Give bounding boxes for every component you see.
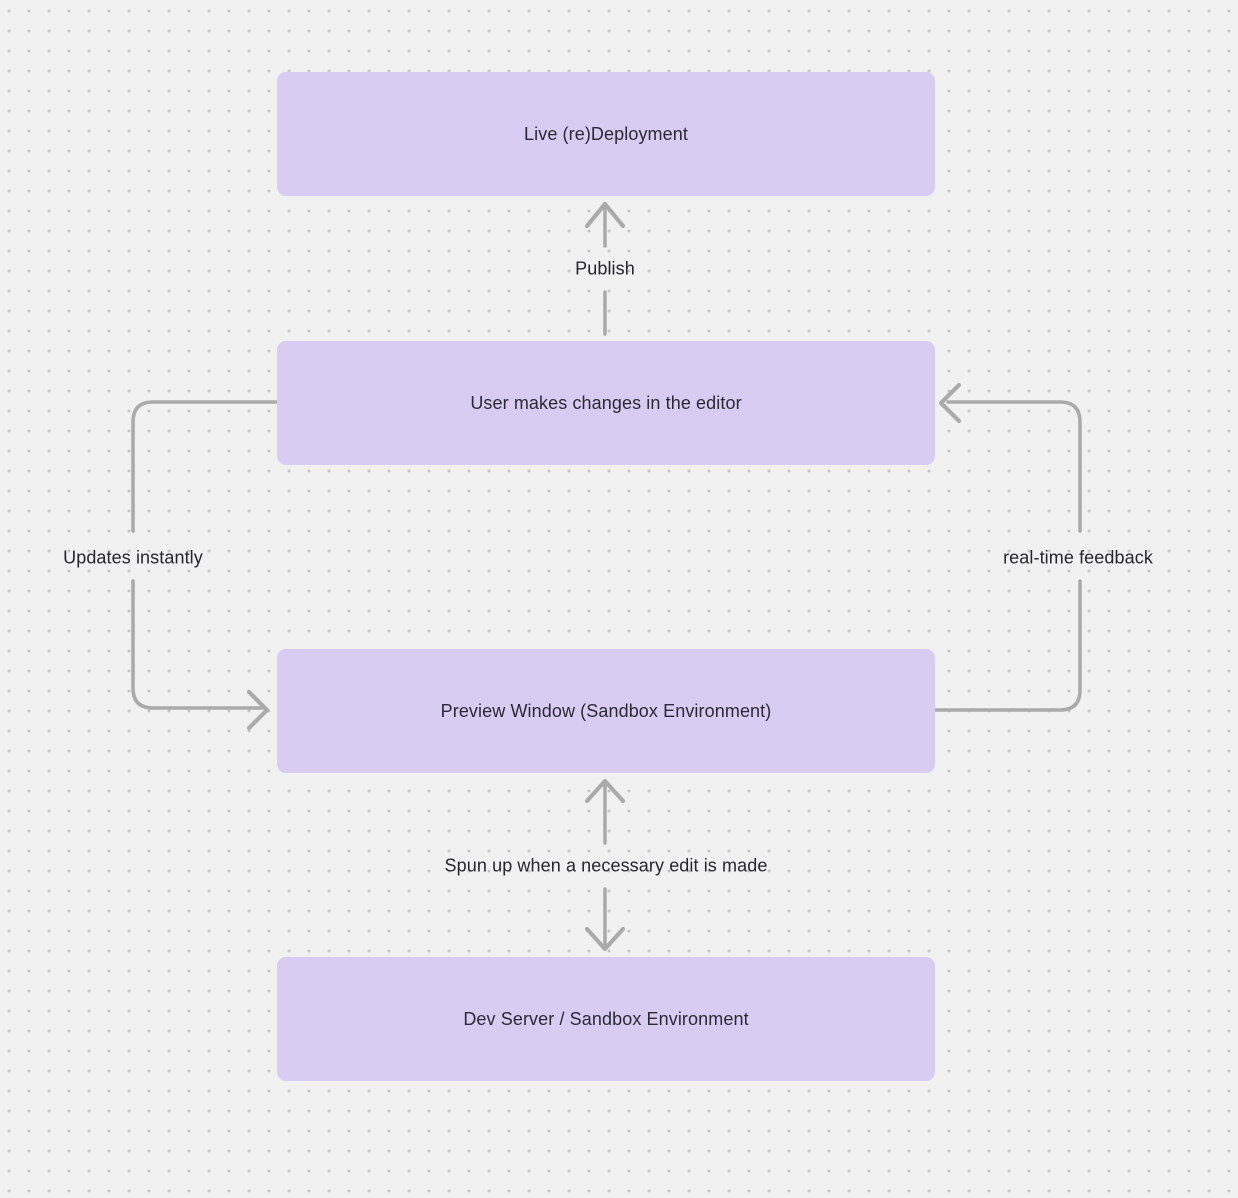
arrowhead-up-icon <box>584 201 626 229</box>
edge-label-real-time-feedback: real-time feedback <box>1003 547 1153 568</box>
arrowhead-up-icon <box>584 778 626 804</box>
node-dev-server[interactable]: Dev Server / Sandbox Environment <box>277 957 935 1081</box>
arrowhead-down-icon <box>584 926 626 952</box>
edge-label-publish: Publish <box>575 258 635 279</box>
node-live-redeployment[interactable]: Live (re)Deployment <box>277 72 935 196</box>
edge-label-spun-up: Spun up when a necessary edit is made <box>444 855 768 876</box>
node-label: Dev Server / Sandbox Environment <box>463 1008 749 1029</box>
arrowhead-left-icon <box>938 382 962 424</box>
edge-shaft <box>131 400 279 533</box>
edge-shaft <box>131 579 264 710</box>
arrowhead-right-icon <box>246 689 270 731</box>
node-user-editor-changes[interactable]: User makes changes in the editor <box>277 341 935 465</box>
node-label: Preview Window (Sandbox Environment) <box>440 700 772 721</box>
node-label: Live (re)Deployment <box>524 123 688 144</box>
node-label: User makes changes in the editor <box>470 392 742 413</box>
edge-shaft <box>933 579 1082 712</box>
edge-label-updates-instantly: Updates instantly <box>63 547 203 568</box>
node-preview-window[interactable]: Preview Window (Sandbox Environment) <box>277 649 935 773</box>
edge-shaft <box>946 400 1082 533</box>
